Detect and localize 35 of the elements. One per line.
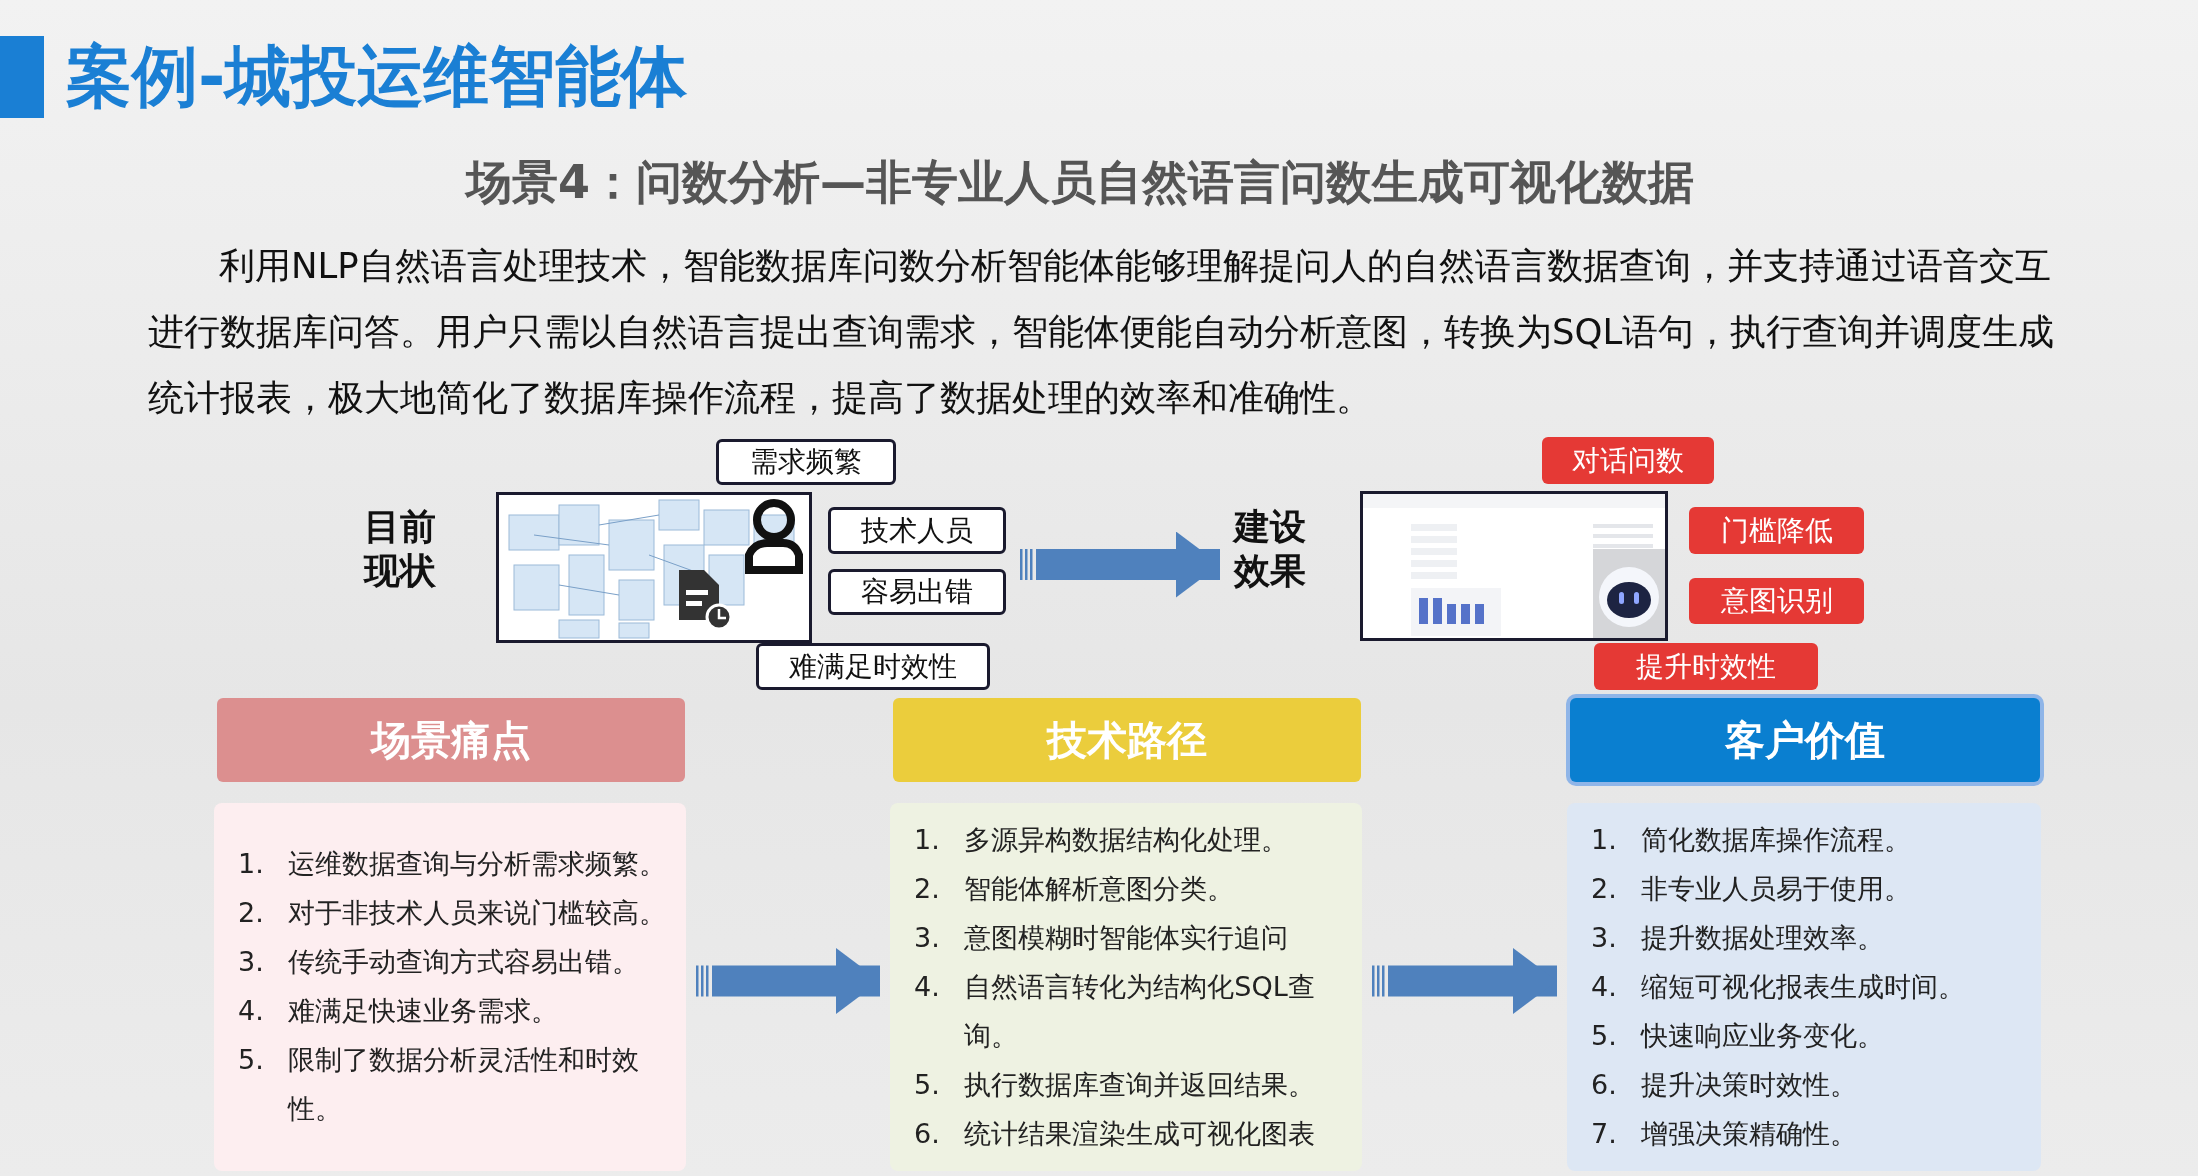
tag-box: 意图识别 — [1689, 578, 1864, 624]
header-box: 场景痛点 — [217, 698, 685, 782]
screenshot-drawing — [1360, 491, 1668, 641]
tag-box: 技术人员 — [828, 507, 1006, 554]
list-item: 6. 提升决策时效性。 — [1591, 1068, 1859, 1102]
list-item: 2. 非专业人员易于使用。 — [1591, 872, 1913, 906]
list-item: 5. 限制了数据分析灵活性和时效性。 — [238, 1043, 641, 1126]
list-item: 3. 意图模糊时智能体实行追问 — [914, 921, 1290, 955]
list-item: 6. 统计结果渲染生成可视化图表 — [914, 1117, 1317, 1151]
subtitle: 场景4：问数分析—非专业人员自然语言问数生成可视化数据 — [463, 154, 1695, 211]
list-item: 1. 简化数据库操作流程。 — [1591, 823, 1913, 857]
list-item: 1. 多源异构数据结构化处理。 — [914, 823, 1290, 857]
list-item: 5. 快速响应业务变化。 — [1591, 1019, 1886, 1053]
description-paragraph: 利用NLP自然语言处理技术，智能数据库问数分析智能体能够理解提问人的自然语言数据查询，并支持通过语音交互进行数据库问答。用户只需以自然语言提出查询需求，智能体便能自动分析意图，转换为SQL语句，执行查询并调度生成统计报表，极大地简化了数据库操作流程，提高了数据处理的效率和准确性。 — [148, 244, 2056, 420]
tag-box: 难满足时效性 — [756, 643, 990, 690]
side-label: 目前现状 — [364, 505, 437, 593]
tag-box: 门槛降低 — [1689, 507, 1864, 554]
tag-box: 对话问数 — [1542, 437, 1714, 484]
tag-box: 需求频繁 — [716, 439, 896, 485]
screenshot-drawing — [496, 492, 812, 643]
list-item: 1. 运维数据查询与分析需求频繁。 — [238, 847, 668, 881]
list-item: 5. 执行数据库查询并返回结果。 — [914, 1068, 1317, 1102]
list-item: 7. 增强决策精确性。 — [1591, 1117, 1859, 1151]
list-item: 4. 难满足快速业务需求。 — [238, 994, 560, 1028]
header-box: 技术路径 — [893, 698, 1361, 782]
side-label: 建设效果 — [1234, 505, 1307, 593]
list-item: 2. 对于非技术人员来说门槛较高。 — [238, 896, 668, 930]
tag-box: 提升时效性 — [1594, 643, 1818, 690]
list-item: 4. 缩短可视化报表生成时间。 — [1591, 970, 1967, 1004]
list-item: 2. 智能体解析意图分类。 — [914, 872, 1236, 906]
tag-box: 容易出错 — [828, 569, 1006, 615]
slide-title: 案例-城投运维智能体 — [0, 36, 688, 118]
list-item: 3. 提升数据处理效率。 — [1591, 921, 1886, 955]
list-item: 3. 传统手动查询方式容易出错。 — [238, 945, 641, 979]
list-item: 4. 自然语言转化为结构化SQL查询。 — [914, 970, 1316, 1053]
